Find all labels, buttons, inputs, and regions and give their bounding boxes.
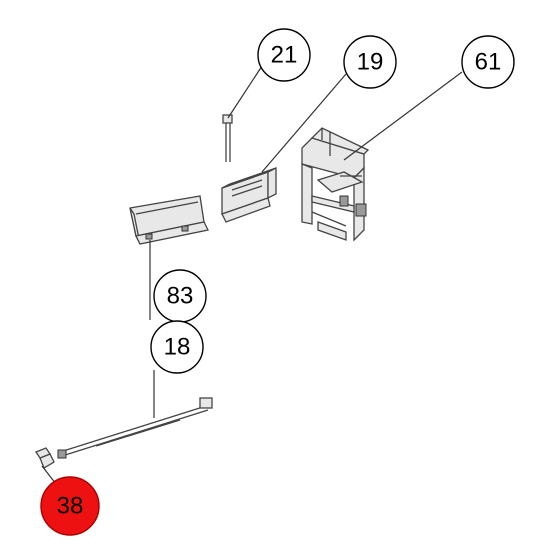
part-21-pin: [222, 114, 233, 162]
part-19-bracket: [221, 166, 277, 223]
callout-83-label: 83: [167, 283, 194, 310]
callout-21[interactable]: 21: [257, 28, 311, 82]
callout-38[interactable]: 38: [40, 476, 100, 536]
callout-19[interactable]: 19: [343, 35, 397, 89]
callout-21-label: 21: [271, 42, 298, 69]
leader-19: [261, 73, 347, 173]
callout-18-label: 18: [164, 334, 191, 361]
part-18-rod: [57, 397, 213, 459]
callout-18[interactable]: 18: [150, 320, 204, 374]
leader-38: [41, 465, 57, 485]
callout-61[interactable]: 61: [461, 35, 515, 89]
callout-19-label: 19: [357, 49, 384, 76]
part-61-frame: [301, 127, 370, 242]
callout-38-label: 38: [57, 493, 84, 520]
leader-61: [343, 71, 463, 161]
leader-21: [227, 65, 263, 119]
callout-61-label: 61: [475, 49, 502, 76]
part-83-angle: [129, 195, 209, 245]
callout-83[interactable]: 83: [153, 269, 207, 323]
part-38-clip: [35, 447, 55, 469]
